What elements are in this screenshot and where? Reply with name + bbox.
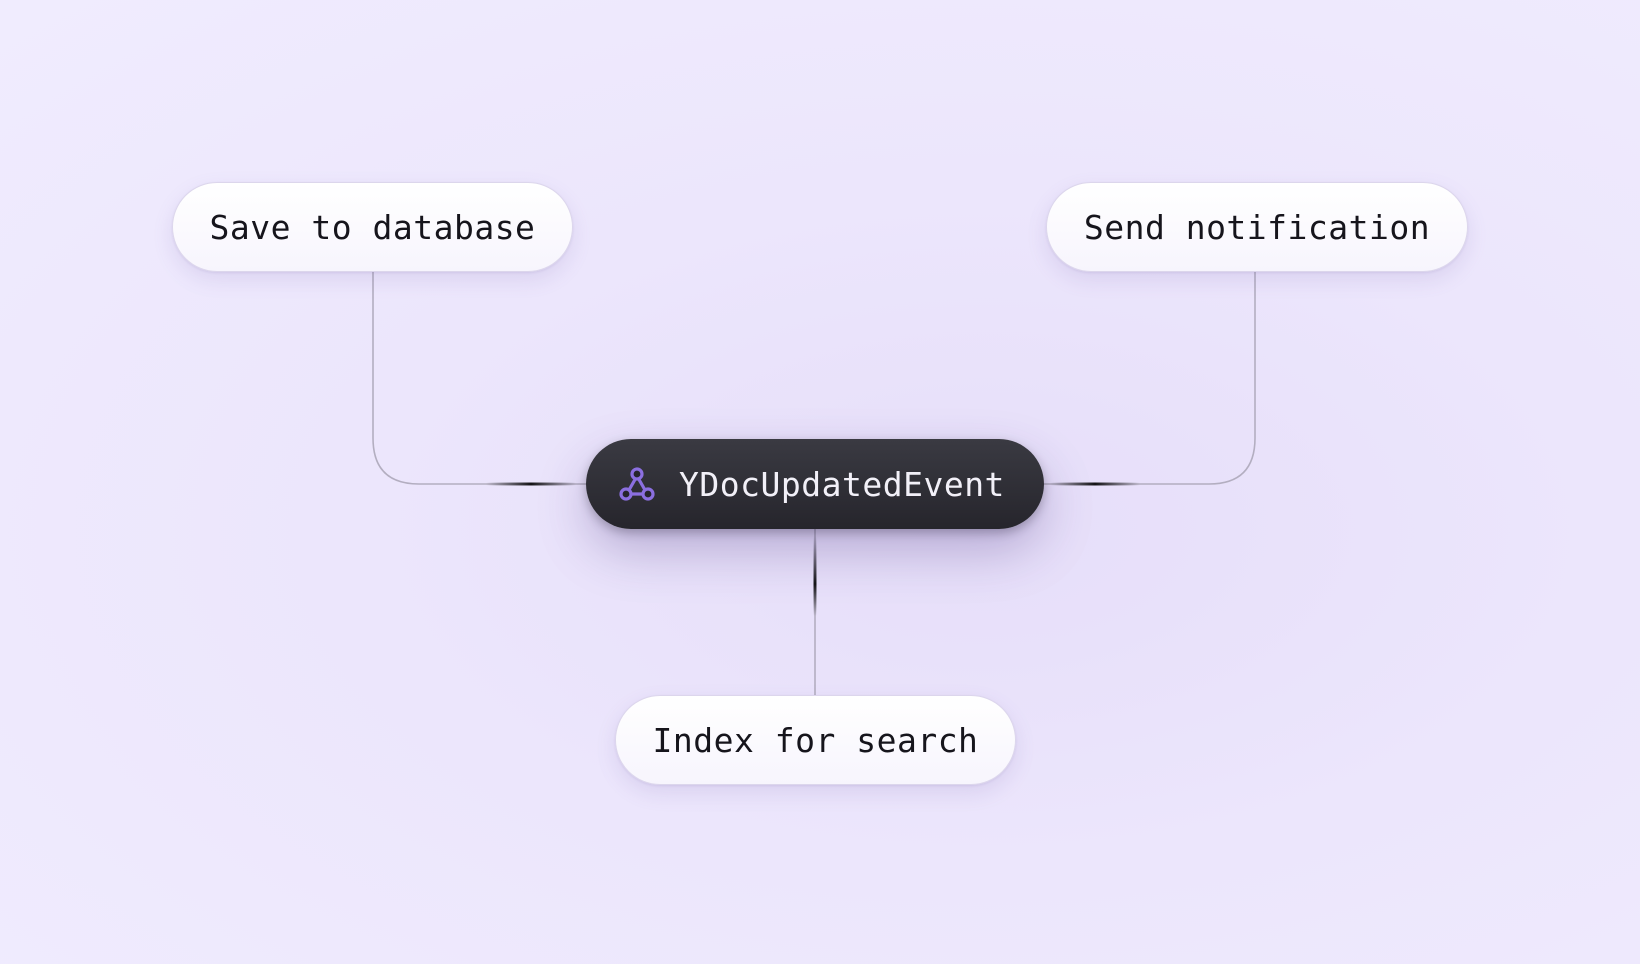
handler-save-to-database[interactable]: Save to database <box>172 182 573 272</box>
handler-label: Send notification <box>1083 207 1431 247</box>
handler-index-for-search[interactable]: Index for search <box>615 695 1016 785</box>
webhook-icon <box>617 464 657 504</box>
pulse-save <box>486 482 576 486</box>
handler-label: Index for search <box>652 720 979 760</box>
connector-save <box>372 272 587 485</box>
handler-label: Save to database <box>209 207 536 247</box>
event-label: YDocUpdatedEvent <box>679 464 1005 504</box>
connector-notify <box>1044 272 1256 485</box>
pulse-index <box>813 536 817 616</box>
handler-send-notification[interactable]: Send notification <box>1046 182 1468 272</box>
pulse-notify <box>1050 482 1140 486</box>
event-node[interactable]: YDocUpdatedEvent <box>586 439 1044 529</box>
